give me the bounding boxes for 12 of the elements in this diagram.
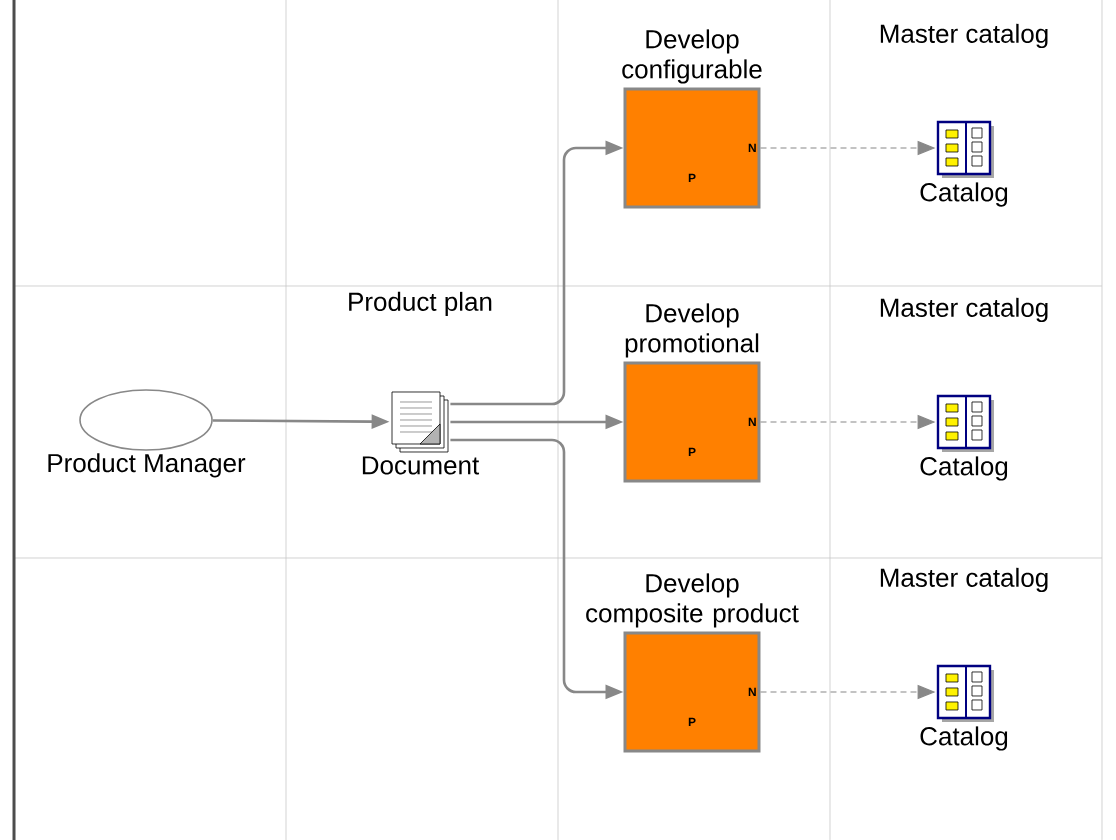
role-label: Product Manager	[48, 453, 246, 478]
heading: Master catalog	[880, 567, 1048, 593]
heading: Master catalog	[880, 297, 1048, 323]
process-title: Develop composite product	[586, 573, 799, 628]
process-title: Develop configurable	[622, 29, 762, 84]
heading: Master catalog	[880, 23, 1048, 49]
process-title: Develop promotional	[625, 303, 759, 358]
catalog-label: Catalog	[920, 182, 1008, 207]
heading: Product plan	[349, 291, 492, 317]
document-label: Document	[362, 456, 480, 475]
catalog-label: Catalog	[920, 726, 1008, 751]
catalog-label: Catalog	[920, 456, 1008, 481]
